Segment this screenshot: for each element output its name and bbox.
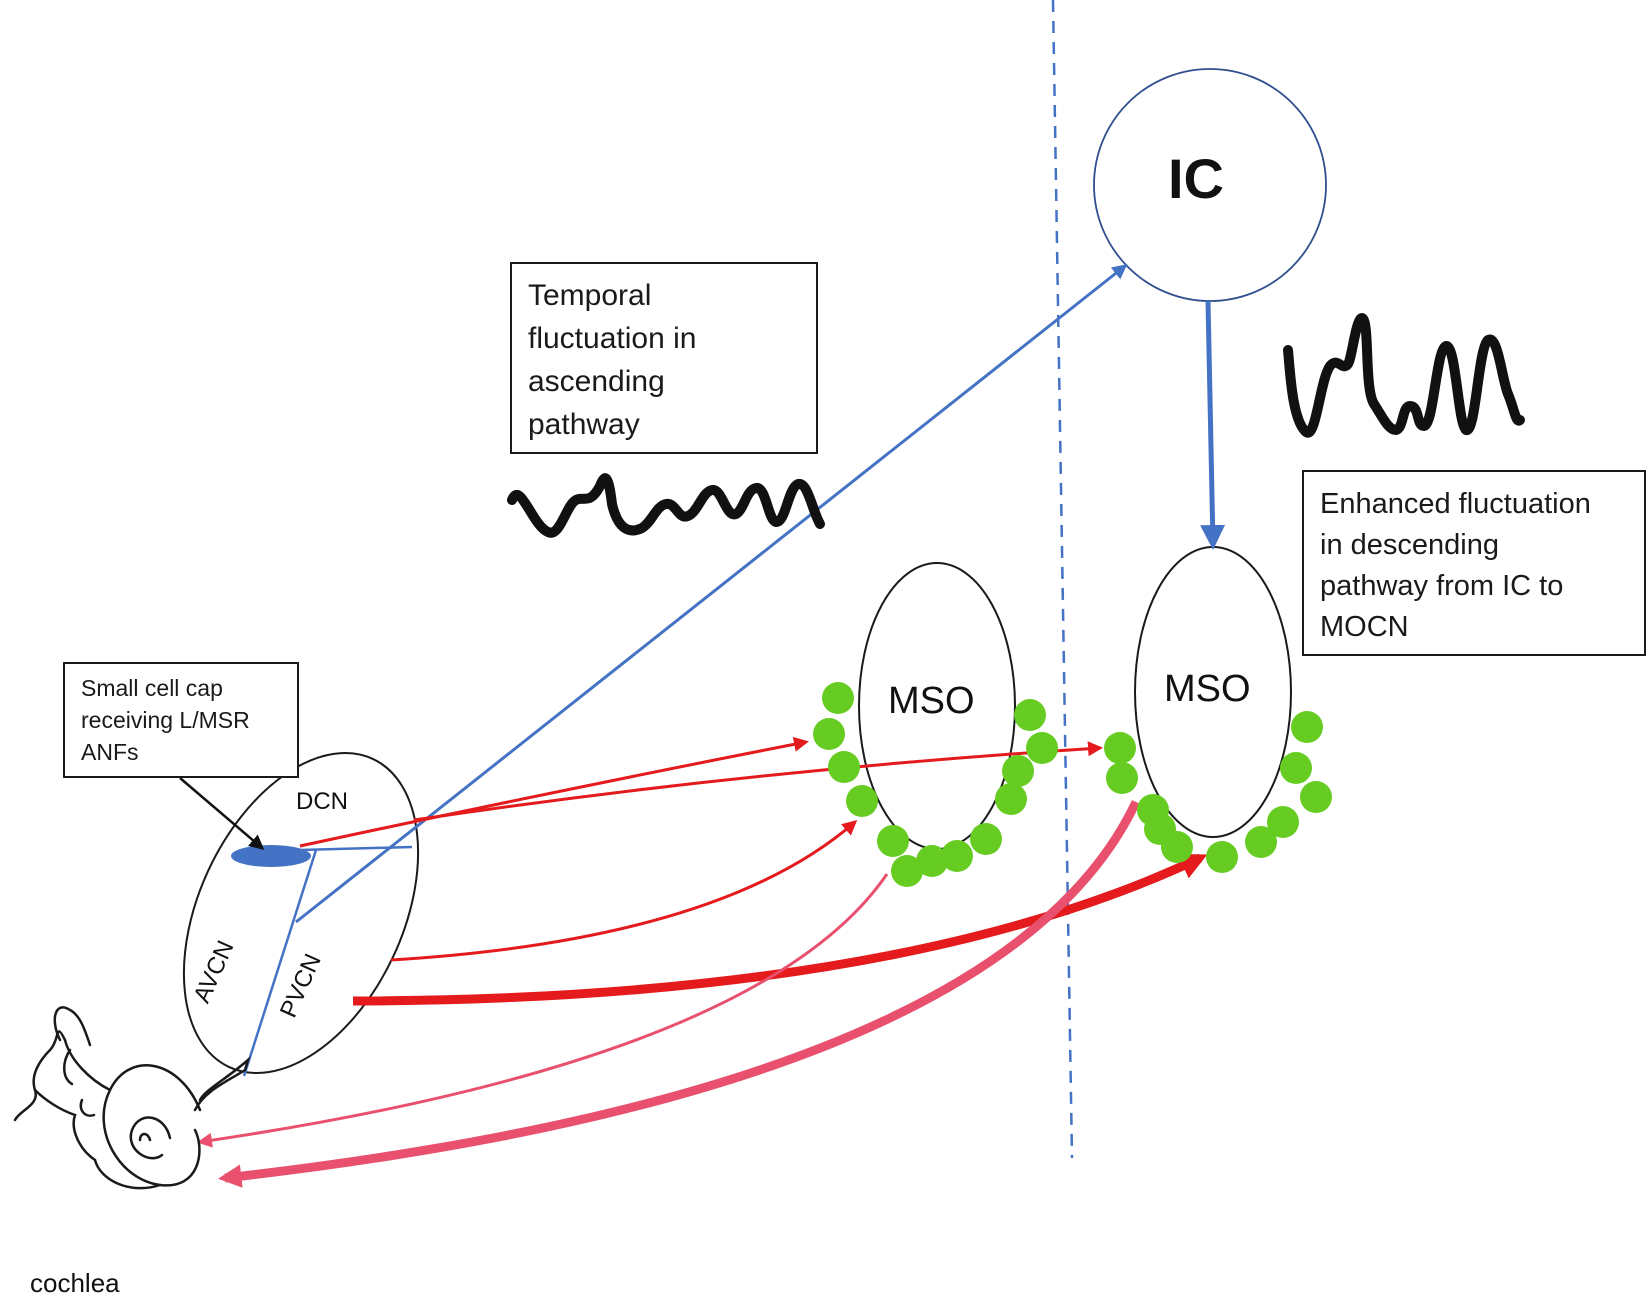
ic-label: IC: [1168, 147, 1224, 210]
descending-text-line: MOCN: [1320, 611, 1409, 643]
green-cell: [1300, 781, 1332, 813]
green-cell: [1245, 826, 1277, 858]
green-cell: [1291, 711, 1323, 743]
green-cell: [1026, 732, 1058, 764]
descending-text-line: pathway from IC to: [1320, 570, 1564, 602]
cn-cap-branch: [299, 845, 413, 852]
small-cap-text-line: ANFs: [81, 739, 139, 765]
red-projection-to-mso-left-top: [299, 736, 809, 848]
mso-left-label: MSO: [888, 680, 975, 722]
green-cell: [1104, 732, 1136, 764]
efferent-thin-arrow: [197, 873, 889, 1148]
green-cell: [813, 718, 845, 750]
descending-text-line: Enhanced fluctuation: [1320, 488, 1591, 520]
green-cell: [1280, 752, 1312, 784]
cochlea-drawing: [13, 1006, 251, 1190]
green-cell: [995, 783, 1027, 815]
ascending-text-line: pathway: [528, 408, 640, 441]
green-cell: [916, 845, 948, 877]
green-cell: [846, 785, 878, 817]
green-cell: [1014, 699, 1046, 731]
red-projection-to-mso-right: [413, 741, 1103, 822]
ascending-text-line: Temporal: [528, 279, 652, 312]
descending-pathway-arrow: [1200, 300, 1226, 550]
mso-right-label: MSO: [1164, 668, 1251, 710]
efferent-thick-arrow: [218, 800, 1141, 1188]
green-cell: [877, 825, 909, 857]
green-cell: [1002, 755, 1034, 787]
descending-text-line: in descending: [1320, 529, 1499, 561]
small-cap-text-line: Small cell cap: [81, 675, 223, 701]
green-cell: [828, 751, 860, 783]
dcn-label: DCN: [296, 788, 348, 815]
cn-internal-line: [242, 849, 318, 1077]
ascending-text-line: ascending: [528, 365, 665, 398]
red-projection-thick: [352, 853, 1208, 1006]
ascending-annotation-box: Temporal fluctuation in ascending pathwa…: [510, 262, 818, 454]
small-cap-annotation-box: Small cell cap receiving L/MSR ANFs: [63, 662, 299, 778]
green-cell: [1206, 841, 1238, 873]
ascending-text-line: fluctuation in: [528, 322, 697, 355]
mso-right-cells: [1104, 711, 1332, 873]
midline-dashed: [1051, 0, 1074, 1159]
small-cap-text-line: receiving L/MSR: [81, 707, 250, 733]
green-cell: [1161, 831, 1193, 863]
red-projection-to-mso-left-bottom: [390, 820, 858, 962]
descending-annotation-box: Enhanced fluctuation in descending pathw…: [1302, 470, 1646, 656]
ascending-waveform: [507, 473, 825, 538]
small-cell-cap: [231, 845, 311, 867]
green-cell: [941, 840, 973, 872]
green-cell: [970, 823, 1002, 855]
small-cap-pointer: [179, 777, 265, 850]
green-cell: [1106, 762, 1138, 794]
green-cell: [822, 682, 854, 714]
green-cell: [1267, 806, 1299, 838]
green-cell: [891, 855, 923, 887]
ascending-pathway-arrow: [295, 264, 1128, 924]
cochlea-label: cochlea: [30, 1268, 120, 1298]
descending-waveform: [1283, 313, 1525, 438]
mso-left-cells: [813, 682, 1058, 887]
